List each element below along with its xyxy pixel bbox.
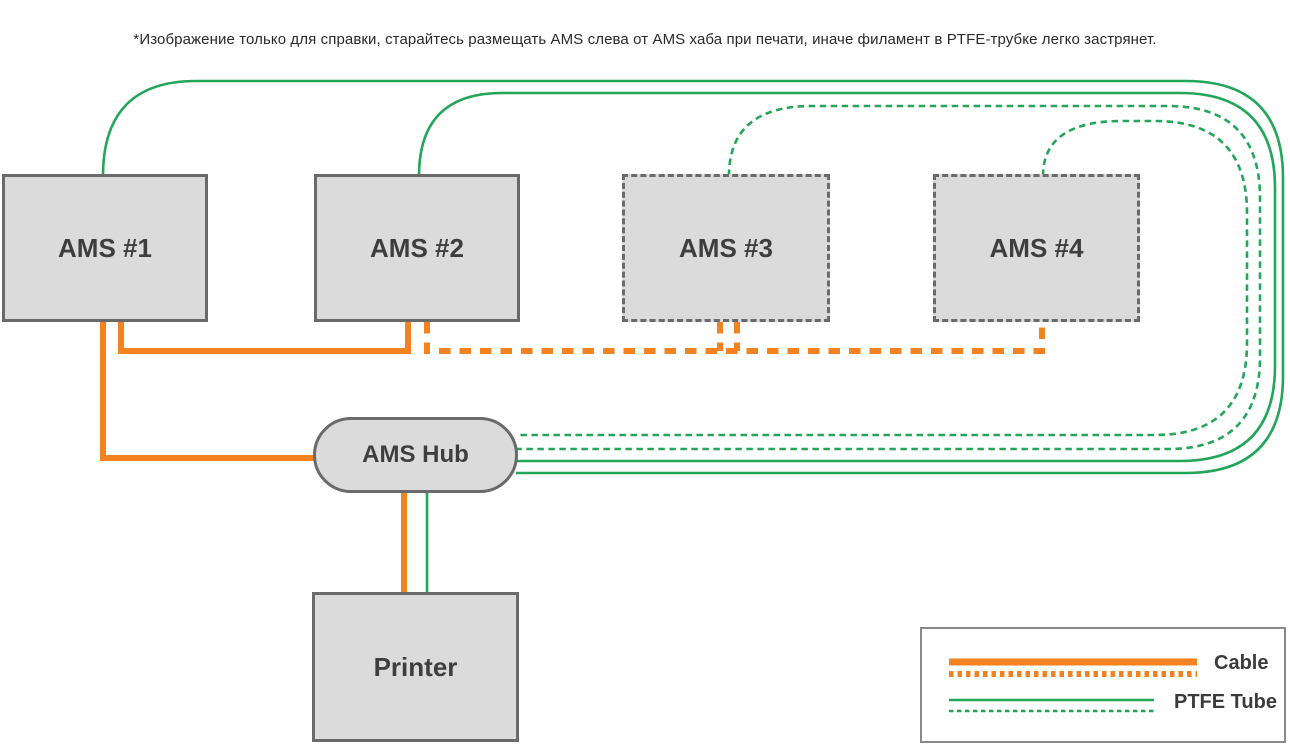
ptfe-tube-ams1-path — [101, 79, 1285, 475]
ams1-label: AMS #1 — [58, 232, 152, 263]
cable-ams1-hub-path — [100, 320, 315, 461]
ptfe-tube-ams2-path — [417, 91, 1277, 463]
legend-tube-label: PTFE Tube — [1174, 691, 1277, 713]
ams2-node: AMS #2 — [314, 174, 520, 322]
ams-hub-label: AMS Hub — [362, 441, 469, 468]
ams3-label: AMS #3 — [679, 232, 773, 263]
legend-line-samples — [949, 658, 1197, 713]
printer-label: Printer — [373, 651, 458, 682]
ams4-node: AMS #4 — [933, 174, 1140, 322]
ams4-label: AMS #4 — [989, 232, 1084, 263]
ams1-node: AMS #1 — [2, 174, 208, 322]
reference-note: *Изображение только для справки, старайт… — [133, 31, 1157, 48]
printer-node: Printer — [312, 592, 519, 742]
ams2-label: AMS #2 — [370, 232, 464, 263]
ams3-node: AMS #3 — [622, 174, 830, 322]
legend-cable-label: Cable — [1214, 652, 1269, 674]
legend: Cable PTFE Tube — [920, 627, 1286, 743]
ptfe-tube-ams3-path — [516, 104, 1262, 451]
cable-ams1-ams2-path — [118, 320, 411, 354]
ams-hub-node: AMS Hub — [313, 417, 518, 493]
